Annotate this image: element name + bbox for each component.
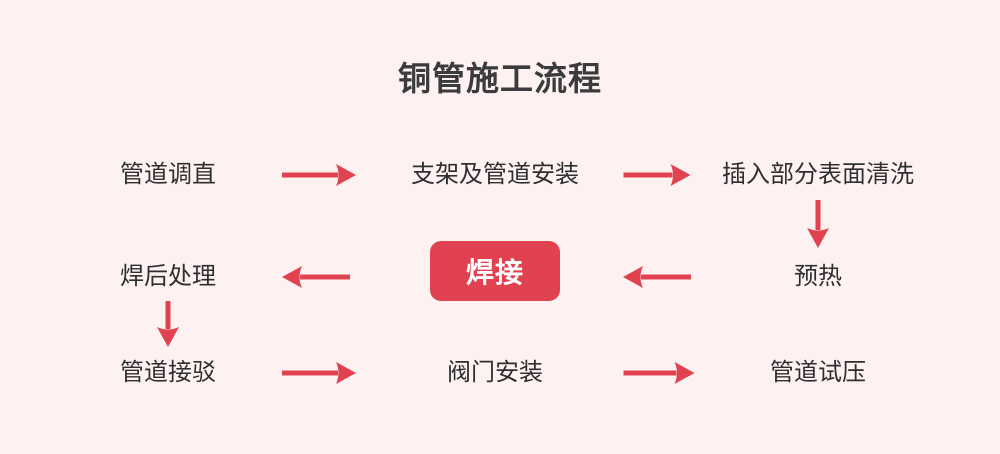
flow-node-label: 焊后处理	[120, 263, 216, 290]
flow-node[interactable]: 预热	[794, 265, 842, 289]
flow-node-highlighted[interactable]: 焊接	[430, 241, 560, 301]
arrow-right-row1-2-icon	[623, 164, 691, 186]
flow-node[interactable]: 管道试压	[770, 361, 866, 385]
flow-node-label: 支架及管道安装	[411, 161, 579, 188]
arrow-left-row2-1-icon	[623, 266, 691, 288]
arrow-right-row1-1-icon	[282, 164, 356, 186]
arrow-left-row2-2-icon	[282, 266, 350, 288]
flow-node-label: 焊接	[465, 257, 524, 288]
flow-node[interactable]: 插入部分表面清洗	[722, 163, 914, 187]
arrow-right-row3-1-icon	[282, 362, 356, 384]
flow-node[interactable]: 阀门安装	[447, 361, 543, 385]
flow-node[interactable]: 焊后处理	[120, 265, 216, 289]
flow-node-label: 管道调直	[120, 161, 216, 188]
page-title: 铜管施工流程	[398, 60, 602, 97]
flow-node-label: 插入部分表面清洗	[722, 161, 914, 188]
flow-node-label: 管道接驳	[120, 359, 216, 386]
flow-node-label: 管道试压	[770, 359, 866, 386]
flow-node[interactable]: 支架及管道安装	[411, 163, 579, 187]
arrow-down-right-icon	[807, 200, 829, 248]
arrow-down-left-icon	[157, 301, 179, 347]
flow-node-label: 阀门安装	[447, 359, 543, 386]
arrow-right-row3-2-icon	[623, 362, 695, 384]
flow-node-label: 预热	[794, 263, 842, 290]
flow-node[interactable]: 管道调直	[120, 163, 216, 187]
flow-node[interactable]: 管道接驳	[120, 361, 216, 385]
